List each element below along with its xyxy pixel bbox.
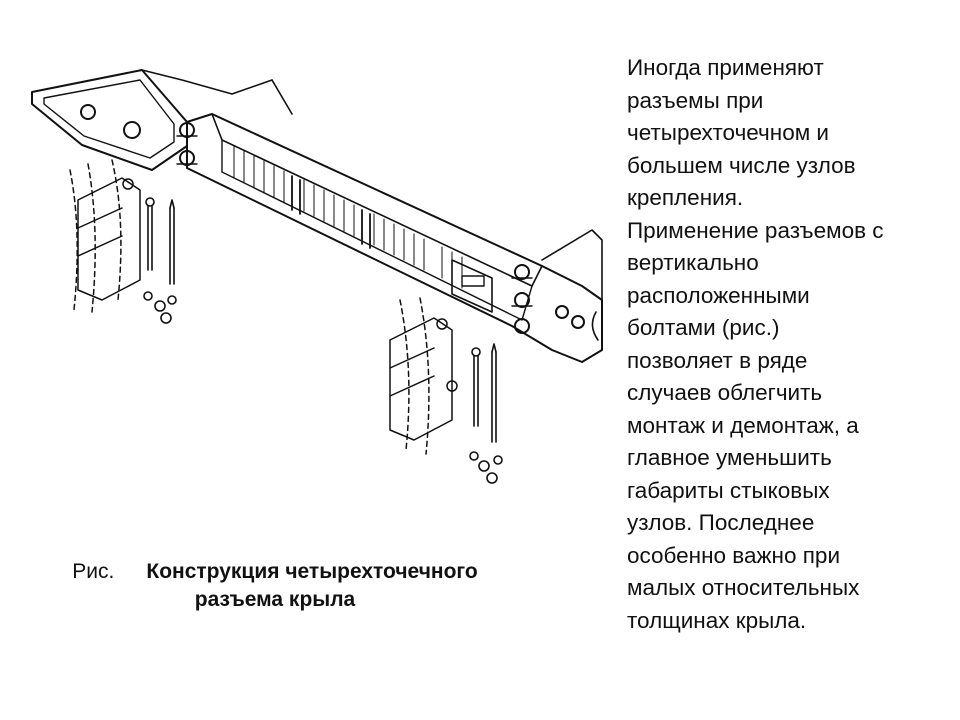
caption-title: Конструкция четырехточечного разъема кры… <box>146 560 478 611</box>
left-wing-rib <box>31 69 293 171</box>
left-bolts <box>143 197 177 324</box>
spar-beam <box>186 113 603 363</box>
body-text: Иногда применяют разъемы при четырехточе… <box>627 55 884 633</box>
right-wing-section <box>541 229 603 341</box>
joint-lugs <box>176 122 533 334</box>
wing-joint-illustration <box>22 50 618 520</box>
right-bolts <box>469 343 503 484</box>
figure-caption: Рис. Конструкция четырехточечного разъема… <box>40 558 510 614</box>
caption-prefix: Рис. <box>72 560 115 583</box>
left-lower-frame <box>69 159 141 313</box>
right-lower-frame <box>389 297 458 455</box>
